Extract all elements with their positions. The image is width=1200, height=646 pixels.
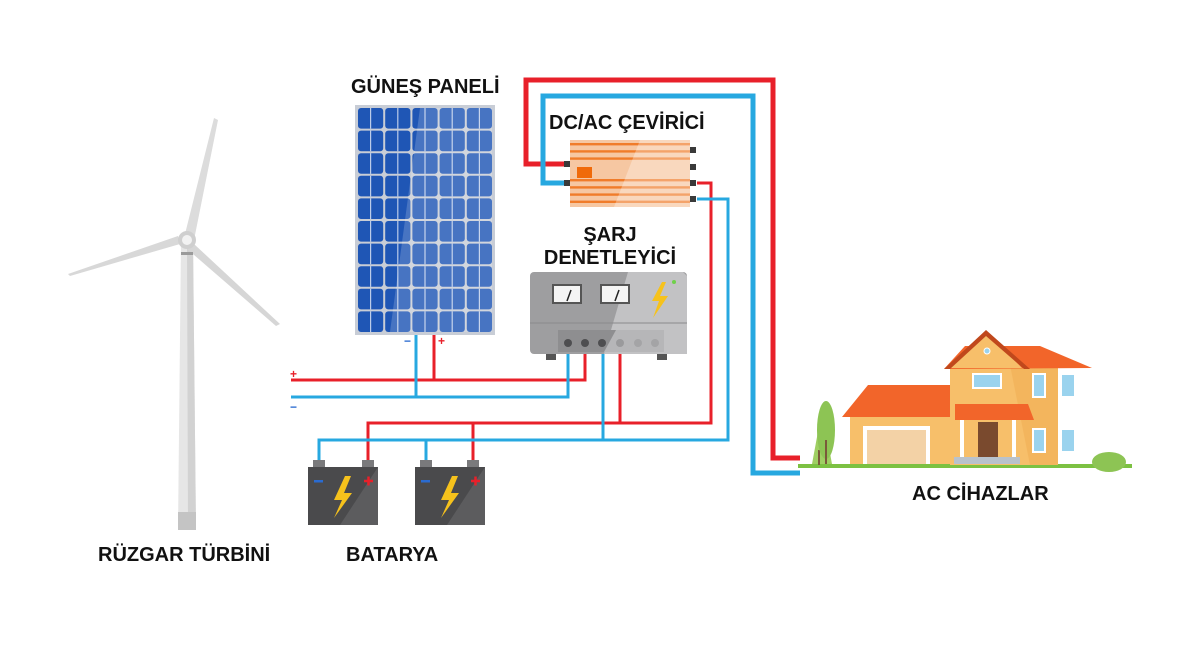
wire-inverter-battery-negative — [697, 197, 730, 442]
inverter-label: DC/AC ÇEVİRİCİ — [549, 112, 705, 134]
wiring — [291, 77, 800, 476]
battery-2-icon — [415, 460, 485, 525]
wire-battery-positive-bus — [366, 181, 713, 465]
wind-turbine-label: RÜZGAR TÜRBİNİ — [98, 544, 271, 566]
solar-panel-label: GÜNEŞ PANELİ — [351, 76, 500, 98]
wire-turbine-negative — [291, 345, 570, 399]
inverter-stripe — [570, 143, 690, 146]
inverter-stripe — [570, 157, 690, 160]
charge-controller-label-line2: DENETLEYİCİ — [543, 247, 677, 269]
wire-battery-negative-bus — [317, 438, 711, 465]
charge-controller-icon — [530, 272, 687, 360]
battery-1-icon — [308, 460, 378, 525]
inverter-icon — [564, 140, 696, 207]
charge-controller-label-line1: ŞARJ — [583, 224, 637, 246]
wire-inverter-ac-positive — [523, 77, 800, 461]
turbine-positive-mark: + — [290, 367, 298, 381]
wire-turbine-positive — [291, 345, 587, 382]
house-icon — [798, 330, 1132, 472]
inverter-stripe — [570, 179, 690, 182]
battery-label: BATARYA — [346, 544, 439, 566]
turbine-negative-mark: − — [290, 400, 298, 414]
panel-positive-mark: + — [438, 334, 446, 348]
inverter-stripe — [570, 150, 690, 153]
wire-inverter-ac-negative — [540, 93, 800, 476]
inverter-stripe — [570, 186, 690, 189]
inverter-stripe — [570, 193, 690, 196]
ac-loads-label: AC CİHAZLAR — [912, 483, 1049, 505]
panel-negative-mark: − — [404, 334, 412, 348]
inverter-stripe — [570, 200, 690, 203]
wind-turbine-icon — [68, 118, 280, 530]
solar-panel-icon — [355, 105, 495, 335]
